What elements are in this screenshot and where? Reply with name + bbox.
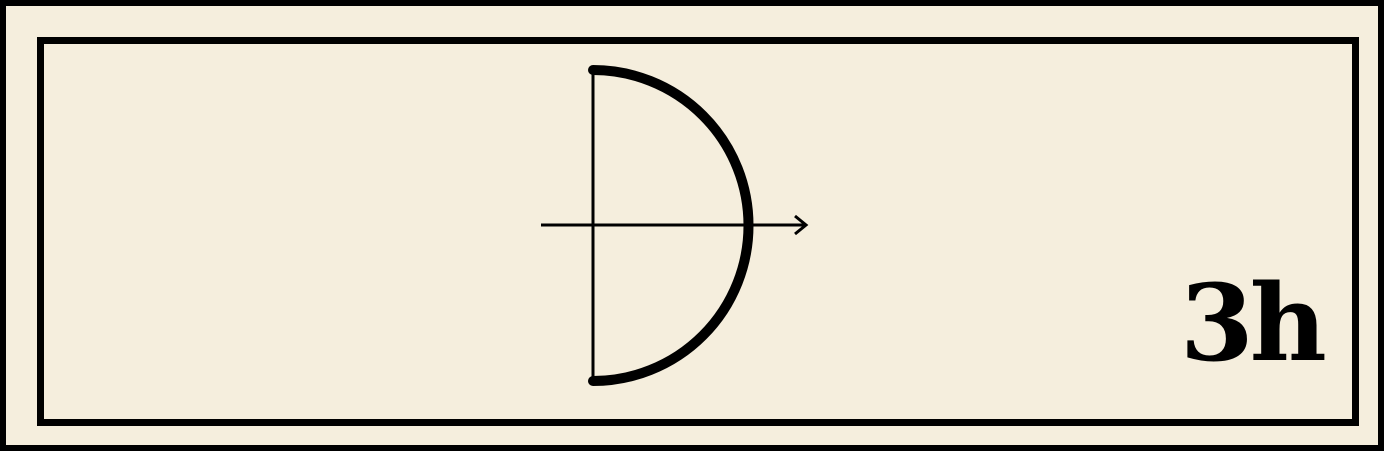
inner-frame	[37, 37, 1359, 426]
arrow-head	[794, 214, 809, 236]
card-label: 3h	[1180, 260, 1327, 385]
